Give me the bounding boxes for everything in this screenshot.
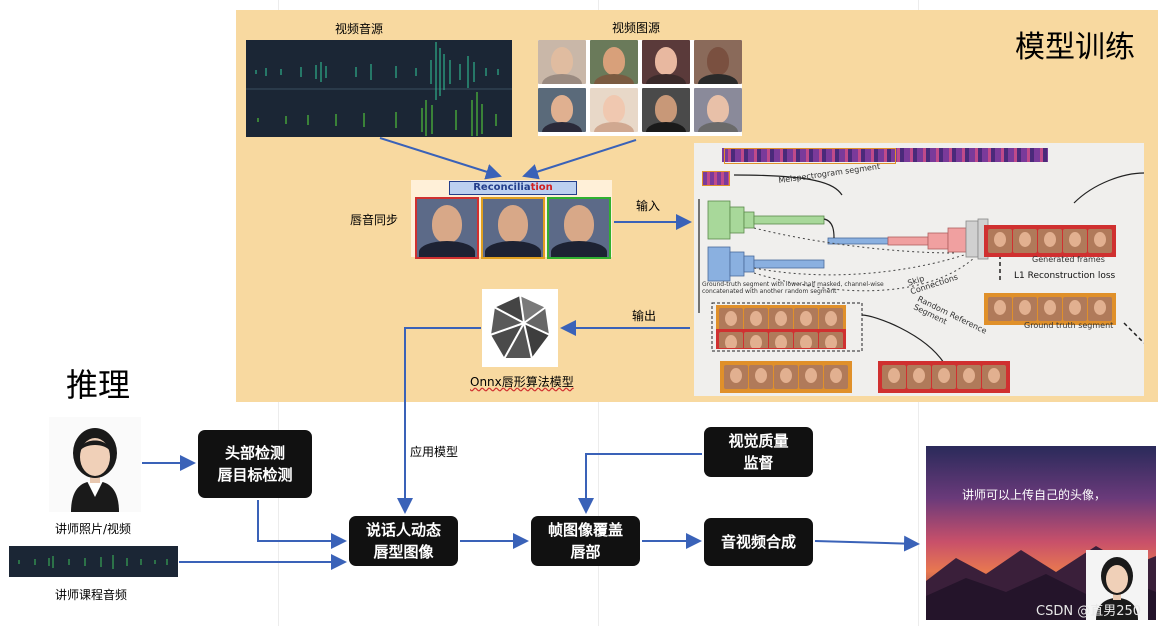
- ground-truth-strip: [984, 293, 1116, 325]
- face-thumbnail: [590, 40, 638, 84]
- frame-overlay-box: 帧图像覆盖 唇部: [531, 516, 640, 566]
- waveform-graphic: [246, 42, 512, 136]
- face-thumbnail: [481, 197, 545, 259]
- melspectrogram-highlight: [724, 148, 896, 164]
- reconciliation-image: Reconciliation: [411, 180, 612, 259]
- inference-title: 推理: [66, 366, 131, 404]
- instructor-photo-label: 讲师照片/视频: [55, 522, 132, 536]
- av-synthesis-box: 音视频合成: [704, 518, 813, 566]
- result-video-frame: 讲师可以上传自己的头像， CSDN @直男250: [926, 446, 1156, 620]
- video-faces-image: [538, 40, 742, 136]
- training-title: 模型训练: [1015, 30, 1135, 65]
- l1-loss-label: L1 Reconstruction loss: [1014, 271, 1116, 281]
- face-thumbnail: [590, 88, 638, 132]
- audio-waveform-image: [246, 40, 512, 137]
- face-thumbnail: [538, 40, 586, 84]
- result-caption: 讲师可以上传自己的头像，: [962, 488, 1107, 502]
- melspectrogram-strip: [722, 148, 1048, 162]
- box-line: 唇目标检测: [217, 466, 293, 484]
- output-label: 输出: [632, 309, 657, 323]
- input-label: 输入: [636, 199, 661, 213]
- video-image-label: 视频图源: [612, 21, 661, 35]
- audio-segment: [702, 171, 730, 186]
- wav2lip-architecture-image: Melspectrogram segment: [694, 143, 1144, 396]
- box-line: 帧图像覆盖: [547, 521, 623, 539]
- ground-truth-label: Ground truth segment: [1024, 321, 1114, 330]
- face-thumbnail: [694, 88, 742, 132]
- instructor-audio-label: 讲师课程音频: [55, 588, 128, 602]
- result-avatar: [1086, 550, 1148, 620]
- input-frames-strip: [720, 361, 852, 393]
- face-thumbnail: [642, 40, 690, 84]
- face-thumbnail: [538, 88, 586, 132]
- reference-frames-strip: [716, 329, 846, 349]
- box-line: 说话人动态: [365, 521, 441, 539]
- box-line: 监督: [743, 454, 774, 472]
- instructor-audio-waveform: [9, 546, 178, 577]
- instructor-photo: [49, 417, 141, 512]
- masked-segment-label: Ground-truth segment with lower-half mas…: [702, 281, 884, 295]
- onnx-model-icon: [482, 289, 558, 367]
- reconciliation-bar: Reconciliation: [449, 181, 577, 195]
- lip-sync-label: 唇音同步: [350, 213, 399, 227]
- video-audio-label: 视频音源: [335, 22, 384, 36]
- reference-frames-strip-2: [878, 361, 1010, 393]
- box-line: 头部检测: [224, 444, 285, 462]
- box-line: 视觉质量: [728, 432, 789, 450]
- encoder-decoder-graphic: [698, 172, 1144, 364]
- box-line: 唇型图像: [373, 543, 434, 561]
- onnx-model-label: Onnx唇形算法模型: [470, 375, 574, 389]
- head-lip-detection-box: 头部检测 唇目标检测: [198, 430, 312, 498]
- face-thumbnail: [415, 197, 479, 259]
- apply-model-label: 应用模型: [410, 445, 459, 459]
- face-thumbnail: [694, 40, 742, 84]
- visual-quality-box: 视觉质量 监督: [704, 427, 813, 477]
- generated-frames-strip: [984, 225, 1116, 257]
- face-thumbnail: [547, 197, 611, 259]
- generated-frames-label: Generated frames: [1032, 255, 1105, 264]
- box-line: 唇部: [570, 543, 601, 561]
- talking-lip-image-box: 说话人动态 唇型图像: [349, 516, 458, 566]
- watermark-text: CSDN @直男250: [1036, 604, 1142, 619]
- face-thumbnail: [642, 88, 690, 132]
